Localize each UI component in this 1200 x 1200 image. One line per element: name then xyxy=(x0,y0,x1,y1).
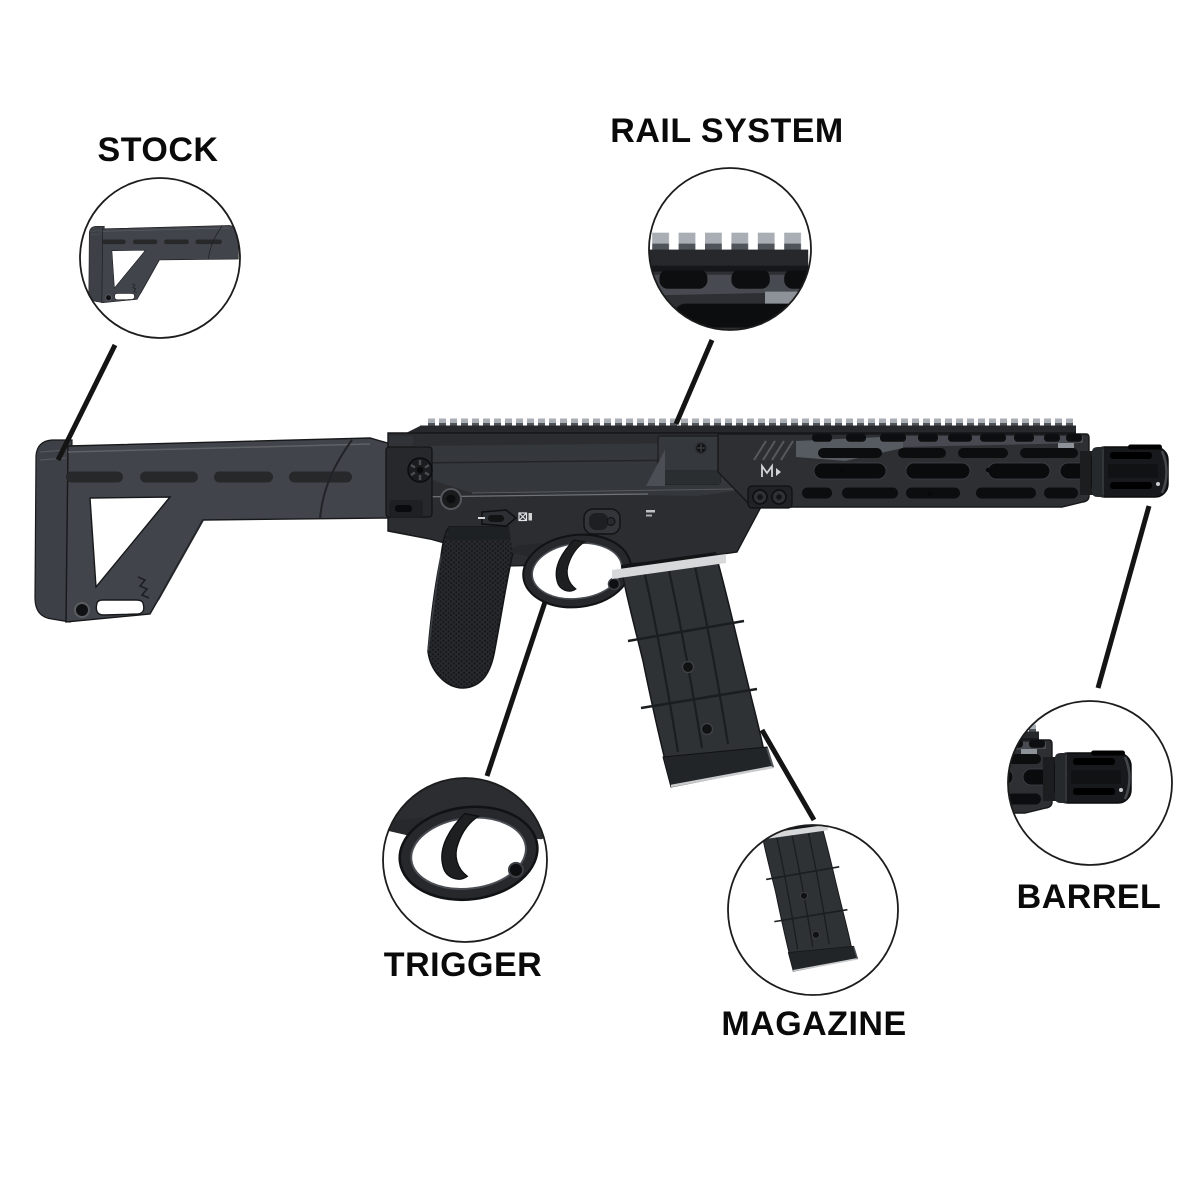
inset-stock xyxy=(79,177,241,339)
magazine-inset-circle xyxy=(727,824,899,996)
stock-part xyxy=(34,437,392,623)
barrel-inset-circle xyxy=(1007,700,1173,866)
handguard-part xyxy=(717,433,1090,509)
trigger-leader-line xyxy=(484,601,548,777)
magazine-leader-line xyxy=(759,728,817,822)
stock-leader-line xyxy=(55,343,118,462)
trigger-part xyxy=(505,498,662,609)
label-trigger: TRIGGER xyxy=(383,946,543,984)
leader-lines xyxy=(55,339,1152,822)
label-stock: STOCK xyxy=(97,131,219,169)
inset-rail xyxy=(648,167,812,331)
receiver-details xyxy=(385,435,721,535)
inset-magazine xyxy=(727,824,899,996)
barrel-muzzle-part xyxy=(1080,444,1169,498)
rail-inset-circle xyxy=(648,167,812,331)
inset-barrel xyxy=(1007,700,1173,866)
trigger-inset-circle xyxy=(382,777,548,943)
barrel-leader-line xyxy=(1095,505,1152,689)
label-barrel: BARREL xyxy=(1016,878,1162,916)
label-magazine: MAGAZINE xyxy=(721,1005,907,1043)
magazine-part xyxy=(612,552,774,788)
pistol-grip-part xyxy=(427,526,519,689)
label-rail-system: RAIL SYSTEM xyxy=(610,112,844,150)
stock-inset-circle xyxy=(79,177,241,339)
inset-trigger xyxy=(382,777,548,943)
rifle-illustration xyxy=(34,418,1169,788)
rail-leader-line xyxy=(673,339,715,425)
